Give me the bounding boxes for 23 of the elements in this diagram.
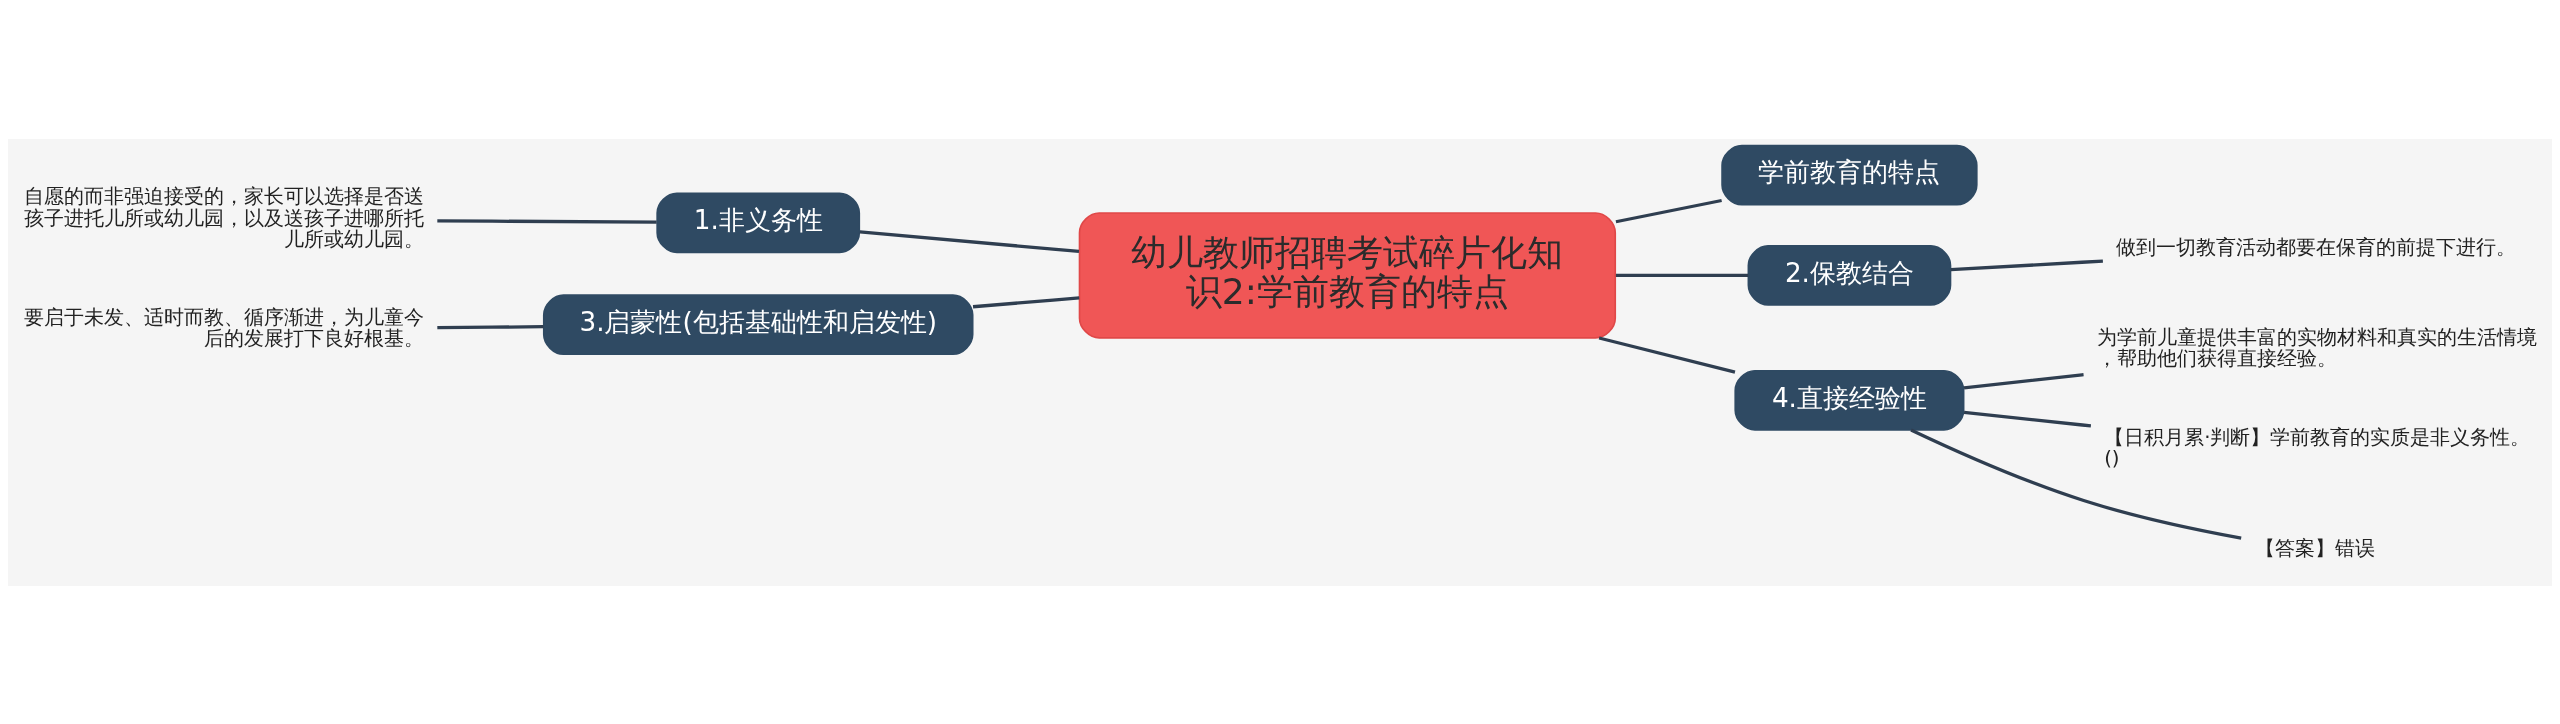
connector bbox=[437, 218, 657, 224]
connector bbox=[859, 229, 1080, 253]
node-text: 自愿的而非强迫接受的，家长可以选择是否送孩子进托儿所或幼儿园，以及送孩子进哪所托儿所或幼儿园。 bbox=[23, 184, 424, 251]
node-text: 为学前儿童提供丰富的实物材料和真实的生活情境，帮助他们获得直接经验。 bbox=[2096, 325, 2537, 370]
connector bbox=[1963, 410, 2092, 428]
node-text: 【日积月累·判断】学前教育的实质是非义务性。() bbox=[2104, 425, 2531, 470]
node-box: 学前教育的特点 bbox=[1721, 144, 1978, 206]
connector bbox=[1950, 258, 2103, 271]
connector bbox=[1910, 428, 2242, 540]
node-box: 幼儿教师招聘考试碎片化知识2:学前教育的特点 bbox=[1078, 211, 1617, 339]
connector bbox=[437, 324, 544, 329]
node-box: 4.直接经验性 bbox=[1734, 369, 1965, 431]
node-box: 2.保教结合 bbox=[1747, 244, 1952, 306]
connector bbox=[1615, 273, 1749, 277]
node-text: 要启于未发、适时而教、循序渐进，为儿童今后的发展打下良好根基。 bbox=[23, 305, 424, 350]
node-box: 3.启蒙性(包括基础性和启发性) bbox=[542, 293, 974, 355]
connector bbox=[1963, 372, 2084, 389]
connector bbox=[972, 295, 1080, 308]
node-text: 做到一切教育活动都要在保育的前提下进行。 bbox=[2116, 235, 2517, 259]
connector bbox=[1615, 198, 1722, 223]
node-text: 【答案】错误 bbox=[2254, 536, 2375, 560]
connector bbox=[1598, 335, 1736, 374]
node-box: 1.非义务性 bbox=[656, 191, 861, 253]
